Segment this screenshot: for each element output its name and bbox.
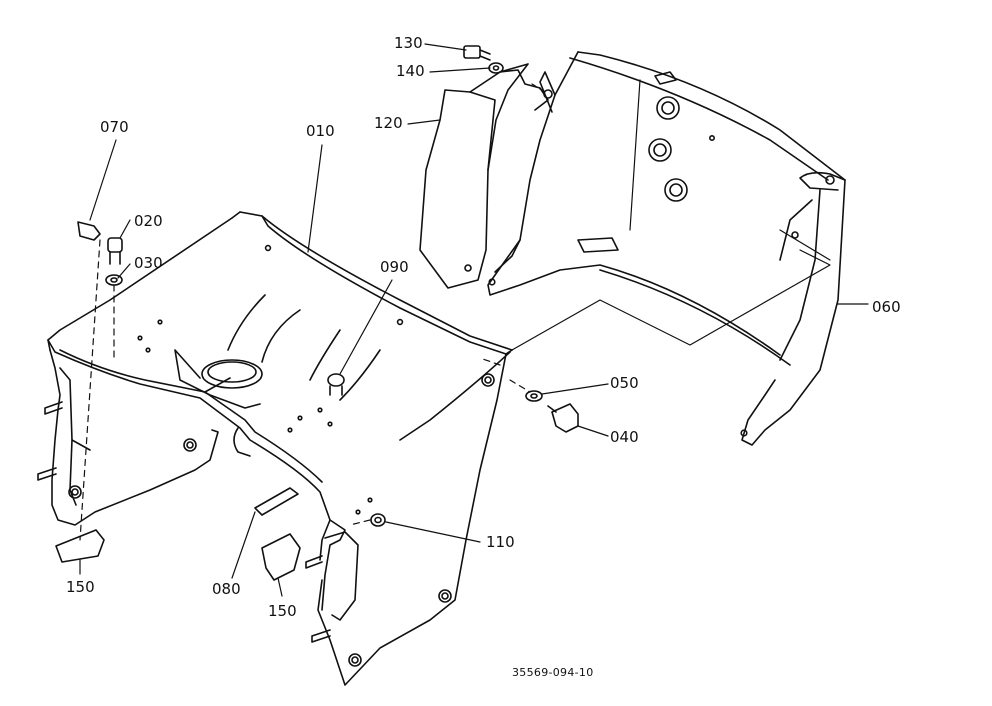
- callout-060: 060: [872, 298, 901, 316]
- part-080: [254, 487, 299, 516]
- callout-030: 030: [134, 254, 163, 272]
- callout-010: 010: [306, 122, 335, 140]
- callout-040: 040: [610, 428, 639, 446]
- leader-lines: [79, 43, 869, 597]
- callout-020: 020: [134, 212, 163, 230]
- callout-150-left: 150: [66, 578, 95, 596]
- callout-050: 050: [610, 374, 639, 392]
- part-020: [107, 237, 123, 265]
- part-040: [547, 403, 579, 433]
- part-090: [327, 373, 345, 396]
- callout-090: 090: [380, 258, 409, 276]
- callout-080: 080: [212, 580, 241, 598]
- main-panel-010: [37, 211, 513, 686]
- callout-120: 120: [374, 114, 403, 132]
- part-140: [488, 62, 504, 74]
- part-070: [77, 221, 101, 241]
- callout-140: 140: [396, 62, 425, 80]
- callout-070: 070: [100, 118, 129, 136]
- part-110: [370, 513, 386, 527]
- callout-130: 130: [394, 34, 423, 52]
- rear-cover-060: [487, 51, 846, 446]
- callout-150-center: 150: [268, 602, 297, 620]
- part-150-left: [55, 529, 105, 563]
- callout-110: 110: [486, 533, 515, 551]
- part-130: [463, 45, 491, 61]
- side-panel-120: [419, 63, 553, 289]
- part-050: [525, 390, 543, 402]
- part-150-center: [261, 533, 301, 581]
- drawing-number: 35569-094-10: [512, 666, 594, 679]
